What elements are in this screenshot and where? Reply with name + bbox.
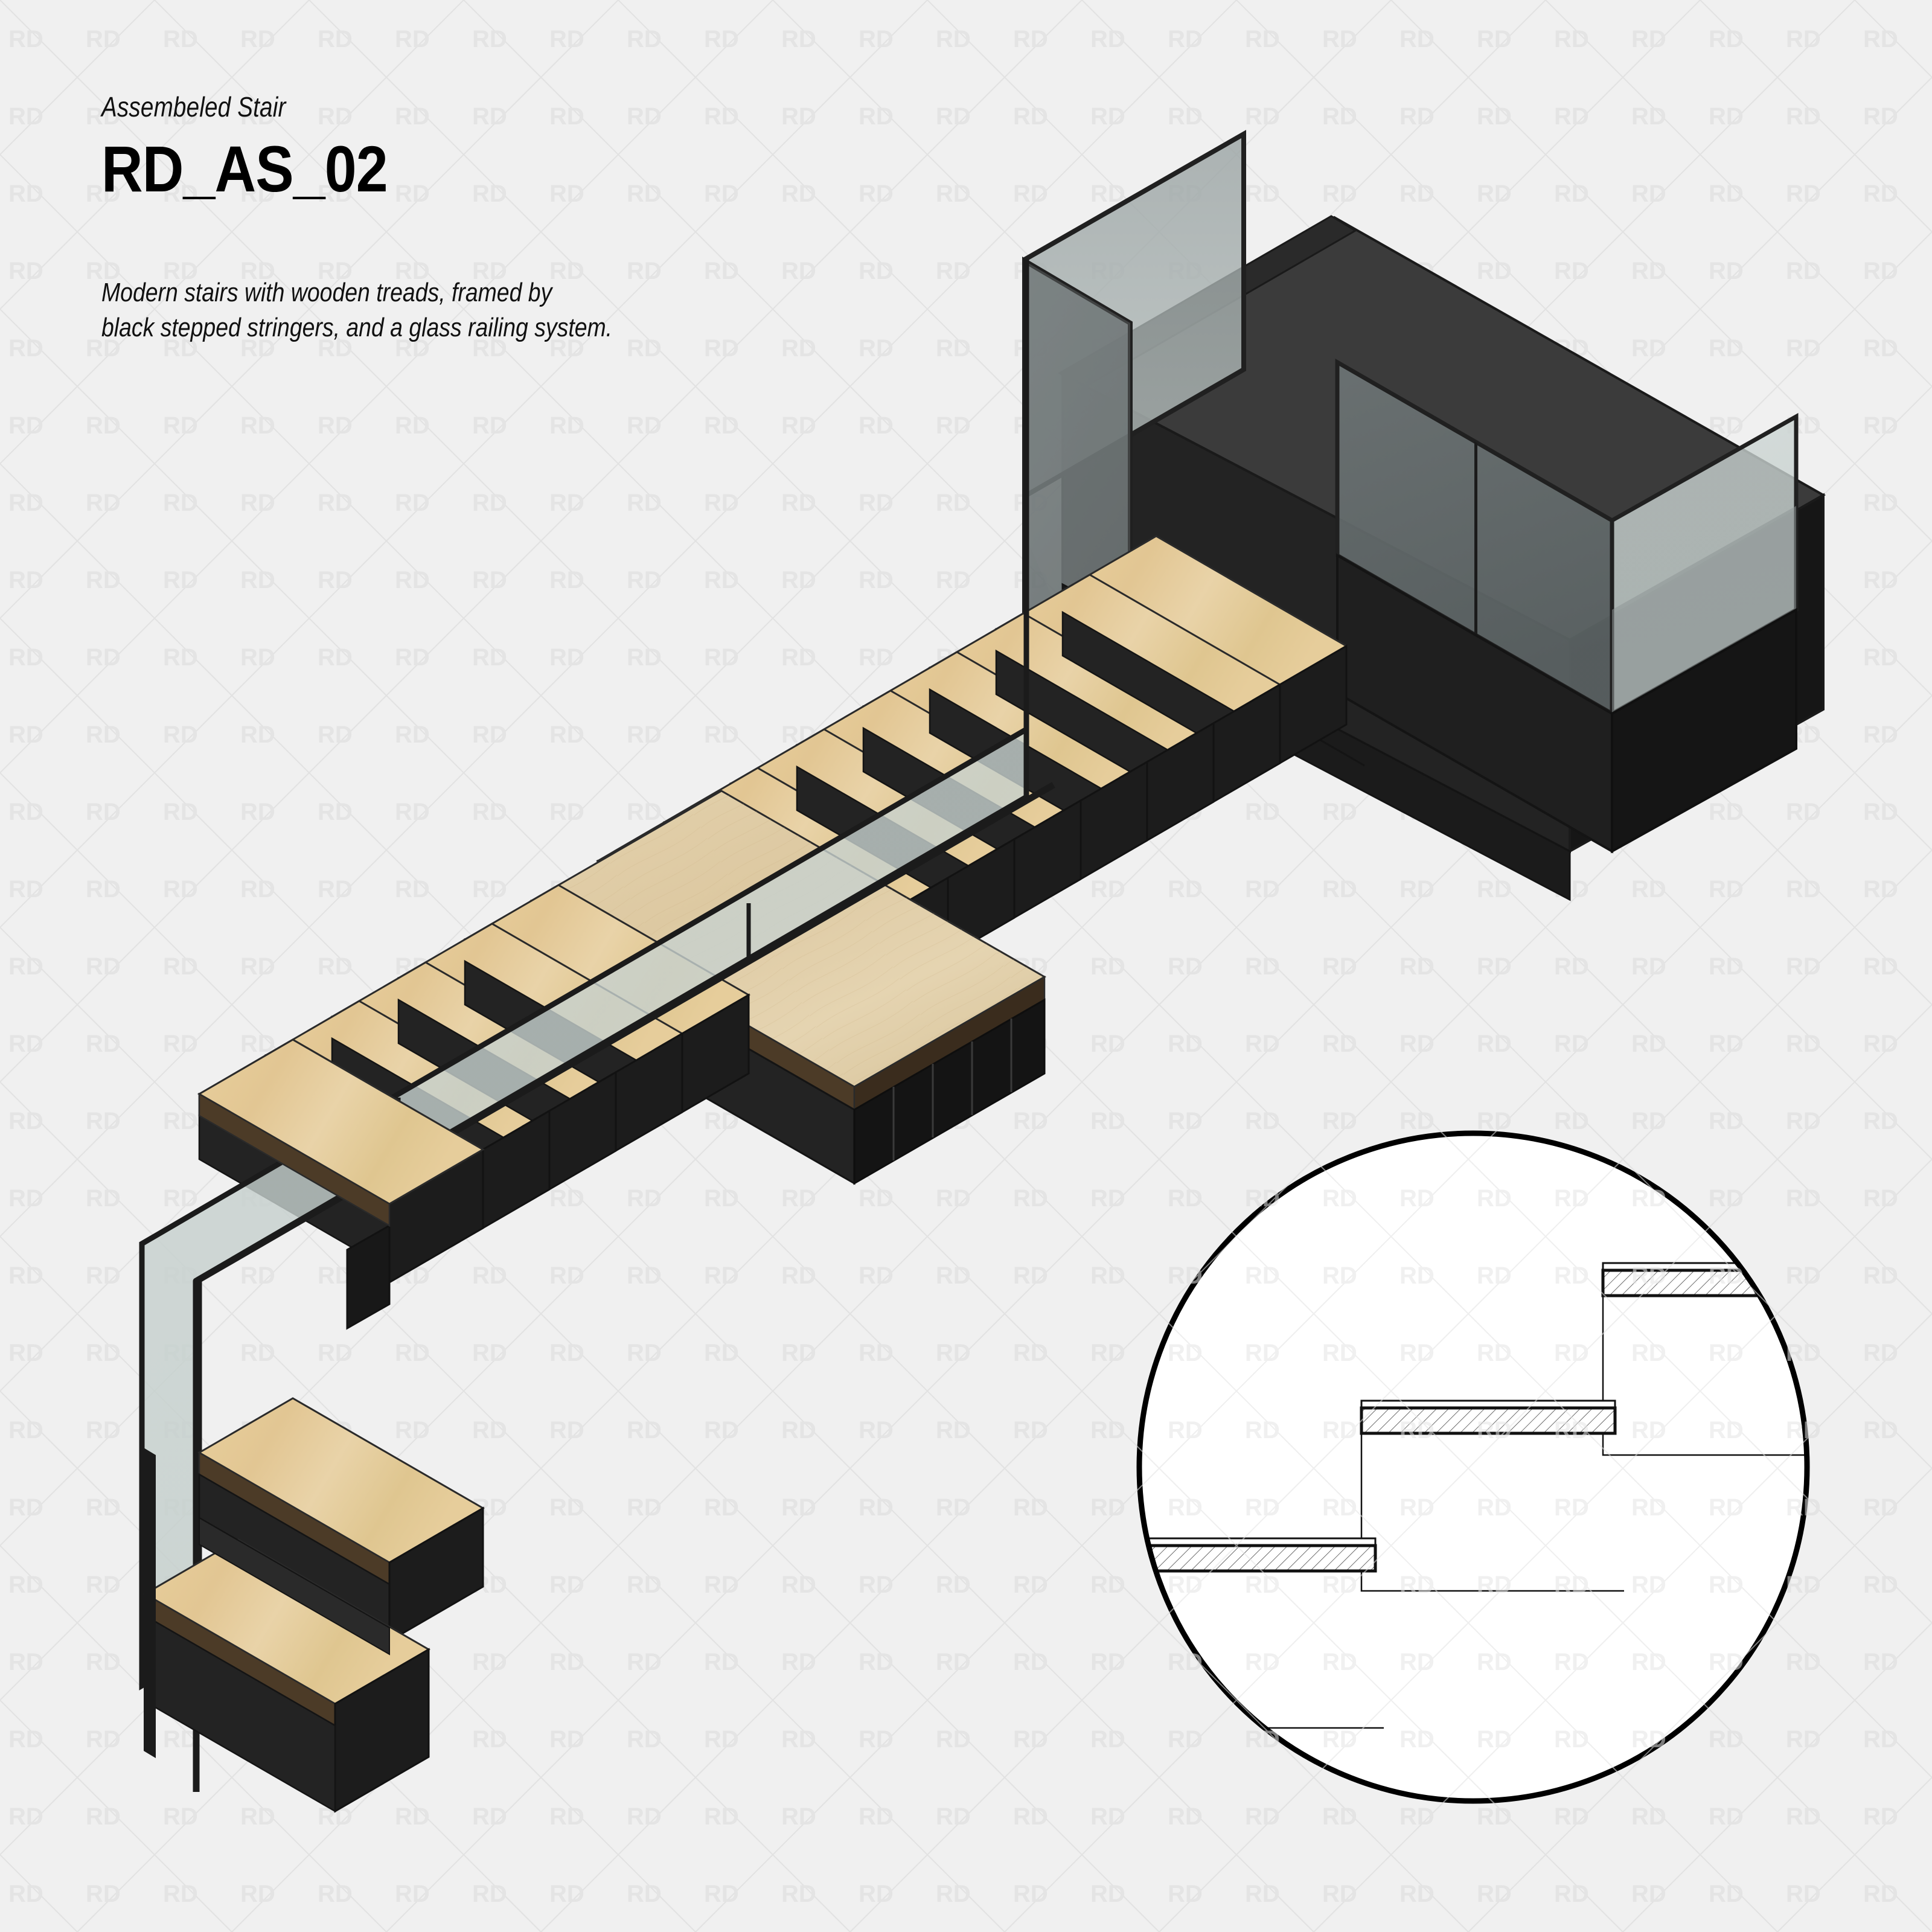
landing-glass-balustrade	[1335, 358, 1799, 854]
lower-front-steps	[143, 1038, 485, 1813]
glass-mullion-landing-1	[1474, 441, 1477, 636]
detail-tread-4	[1601, 1268, 1807, 1297]
detail-tread-nosing-1	[1009, 1676, 1053, 1683]
outer-stepped-stringer-lower	[346, 993, 750, 1330]
detail-callout	[1009, 1130, 1810, 1804]
detail-tread-1	[1009, 1683, 1053, 1709]
balustrade-base-right	[1611, 607, 1797, 854]
stair-tread	[197, 1397, 485, 1643]
bottom-riser-webs	[199, 1517, 390, 1655]
detail-tread-3	[1360, 1406, 1617, 1435]
glass-reflection-band	[1612, 506, 1796, 714]
description-line-1: Modern stairs with wooden treads, framed…	[101, 278, 552, 307]
stair-tread	[197, 1038, 485, 1227]
eyebrow-label: Assembeled Stair	[101, 91, 286, 123]
detail-tread-2	[1139, 1544, 1377, 1573]
product-code: RD_AS_02	[101, 132, 388, 205]
mid-landing-fascia-right	[853, 998, 1046, 1185]
description-line-2: black stepped stringers, and a glass rai…	[101, 313, 613, 343]
glass-end-post-bottom	[144, 1448, 156, 1758]
fascia-joints	[892, 1019, 1012, 1160]
stair-tread	[143, 1538, 430, 1813]
title-block: Assembeled Stair RD_AS_02 Modern stairs …	[101, 91, 947, 345]
detail-circle-fill	[1139, 1133, 1807, 1801]
description-text: Modern stairs with wooden treads, framed…	[101, 275, 820, 345]
